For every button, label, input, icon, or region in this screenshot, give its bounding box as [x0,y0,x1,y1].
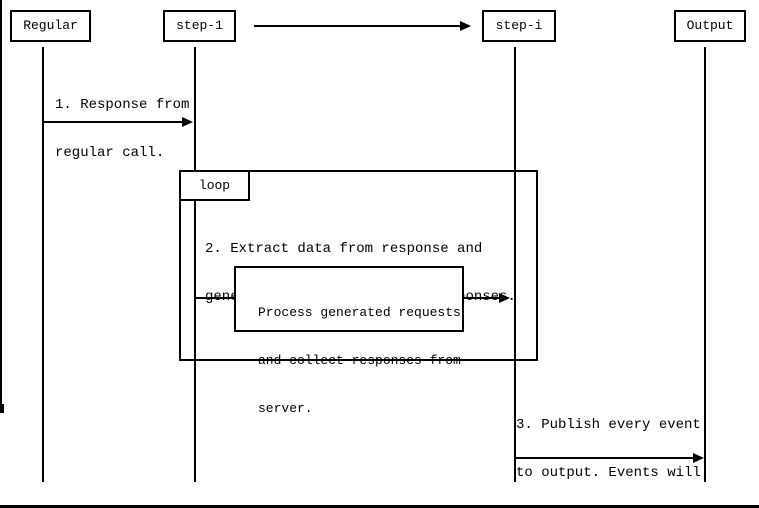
lifeline-regular [42,47,44,482]
message-3-text: 3. Publish every event to output. Events… [516,385,709,508]
arrow-message-3-head-icon [693,453,704,463]
arrow-process-line [464,297,500,299]
message-3-line: to output. Events will [516,465,701,481]
participant-regular: Regular [10,10,91,42]
window-border-left [0,0,2,404]
lifeline-step-i [514,47,516,482]
arrow-process-head-icon [499,293,510,303]
process-box-line: server. [258,401,313,416]
participant-output: Output [674,10,746,42]
participant-step-1: step-1 [163,10,236,42]
process-connector-left-line [196,297,234,299]
lifeline-output [704,47,706,482]
process-box-line: and collect responses from [258,353,461,368]
arrow-message-1-line [43,121,183,123]
message-1-line: regular call. [55,145,165,161]
process-box: Process generated requests and collect r… [234,266,464,416]
arrow-message-3-line [516,457,694,459]
loop-fragment [179,170,538,361]
window-border-left-notch [0,404,4,413]
loop-label: loop [179,170,250,201]
arrow-chain-head-icon [460,21,471,31]
process-box-line: Process generated requests [258,305,461,320]
arrow-message-1-head-icon [182,117,193,127]
message-1-text: 1. Response from regular call. [55,65,189,193]
window-border-bottom [0,505,759,508]
participant-step-i: step-i [482,10,556,42]
message-1-line: 1. Response from [55,97,190,113]
message-3-line: 3. Publish every event [516,417,701,433]
message-2-line: 2. Extract data from response and [205,241,483,257]
arrow-chain-line [254,25,461,27]
lifeline-step-1 [194,47,196,482]
